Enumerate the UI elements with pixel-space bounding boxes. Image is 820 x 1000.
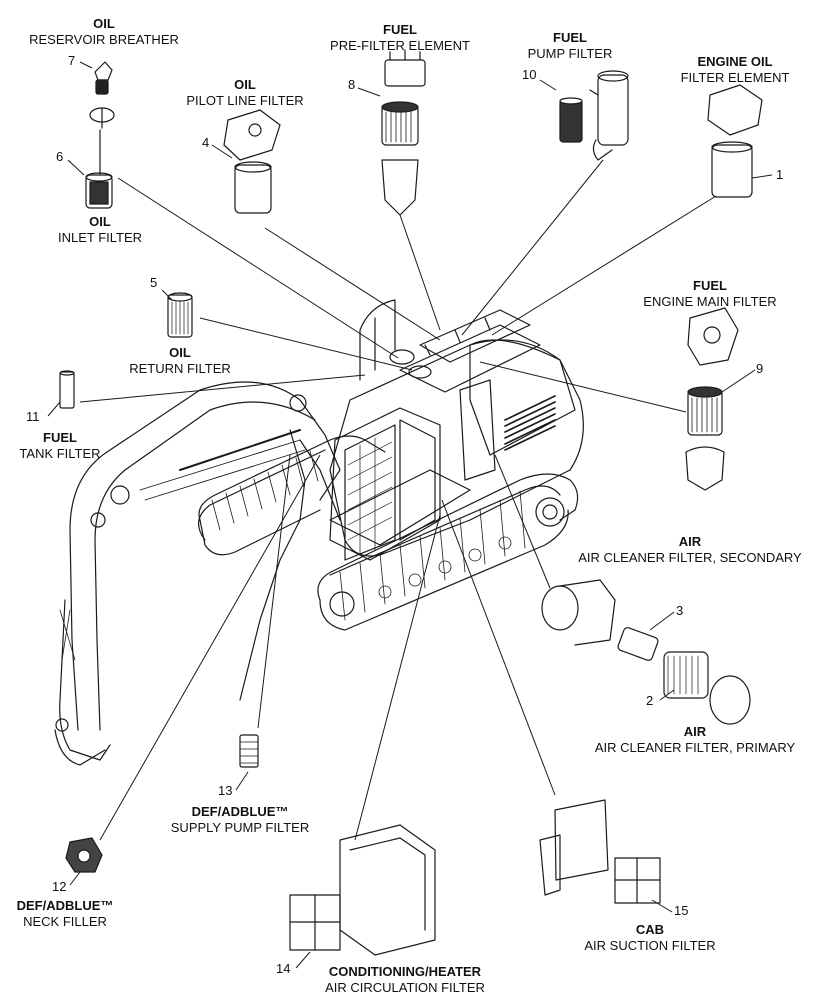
label-fuel-pump-filter: FUEL PUMP FILTER [527,30,613,61]
label-fuel-pre-filter-element: FUEL PRE-FILTER ELEMENT [330,22,470,53]
number-1: 1 [776,167,784,182]
leader-3 [649,611,675,631]
leader-1 [751,174,773,179]
leader-12 [69,871,81,886]
leader-13 [235,771,249,791]
number-7: 7 [68,53,76,68]
number-11: 11 [26,409,40,424]
label-oil-pilot-line-filter: OIL PILOT LINE FILTER [186,77,304,108]
label-oil-inlet-filter: OIL INLET FILTER [57,214,143,245]
number-14: 14 [276,961,291,976]
leader-12-to-machine [99,454,321,841]
leader-13-to-machine [257,454,291,729]
label-fuel-engine-main-filter: FUEL ENGINE MAIN FILTER [643,278,777,309]
number-5: 5 [150,275,158,290]
number-13: 13 [218,783,233,798]
label-oil-return-filter: OIL RETURN FILTER [129,345,231,376]
tank-filter-icon [59,370,75,409]
label-def-supply-pump-filter: DEF/ADBLUE™ SUPPLY PUMP FILTER [170,804,310,835]
reservoir-breather-icon [89,61,115,129]
label-engine-oil-filter-element: ENGINE OIL FILTER ELEMENT [680,54,790,85]
leader-15 [651,899,673,913]
leader-10-to-machine [461,159,604,336]
leader-15-to-machine [441,499,556,796]
leader-6 [67,159,85,176]
label-air-cleaner-filter-secondary: AIR AIR CLEANER FILTER, SECONDARY [578,534,802,565]
return-filter-icon [167,292,193,338]
leader-1-to-machine [491,195,717,336]
leader-9 [721,369,756,393]
number-15: 15 [674,903,689,918]
number-10: 10 [522,67,537,82]
air-cleaner-icon [541,579,751,725]
air-circulation-filter-icon [289,824,436,956]
excavator-illustration [54,299,584,766]
leader-5-to-machine [199,317,413,371]
leader-10 [539,79,557,91]
leader-14 [295,951,311,969]
leader-9-to-machine [479,361,687,413]
label-air-cleaner-filter-primary: AIR AIR CLEANER FILTER, PRIMARY [594,724,796,755]
engine-oil-filter-icon [707,84,763,198]
label-conditioning-heater-air-circulation-filter: CONDITIONING/HEATER AIR CIRCULATION FILT… [325,964,485,995]
inlet-filter-icon [85,129,113,209]
neck-filler-icon [65,837,103,873]
engine-main-filter-icon [685,307,739,491]
leader-air-to-machine [494,454,551,589]
leader-8-to-machine [399,214,441,331]
pre-filter-element-icon [381,49,426,216]
number-9: 9 [756,361,764,376]
leader-7 [79,61,93,69]
leader-4 [211,144,233,159]
leader-11 [47,401,61,417]
label-def-neck-filler: DEF/ADBLUE™ NECK FILLER [16,898,114,929]
label-oil-reservoir-breather: OIL RESERVOIR BREATHER [29,16,179,47]
number-3: 3 [676,603,684,618]
leader-6-to-machine [117,177,399,359]
leader-8 [357,87,381,97]
label-fuel-tank-filter: FUEL TANK FILTER [19,430,101,461]
number-6: 6 [56,149,64,164]
supply-pump-filter-icon [239,734,259,768]
number-4: 4 [202,135,210,150]
number-2: 2 [646,693,654,708]
leader-14-to-machine [354,514,441,841]
pilot-line-filter-icon [223,109,281,214]
number-8: 8 [348,77,356,92]
label-cab-air-suction-filter: CAB AIR SUCTION FILTER [584,922,716,953]
leader-11-to-machine [79,374,366,403]
leader-2 [659,689,675,701]
cab-air-suction-filter-icon [539,799,661,904]
number-12: 12 [52,879,67,894]
leader-5 [161,289,173,301]
leader-4-to-machine [264,227,441,341]
pump-filter-icon [559,70,629,161]
